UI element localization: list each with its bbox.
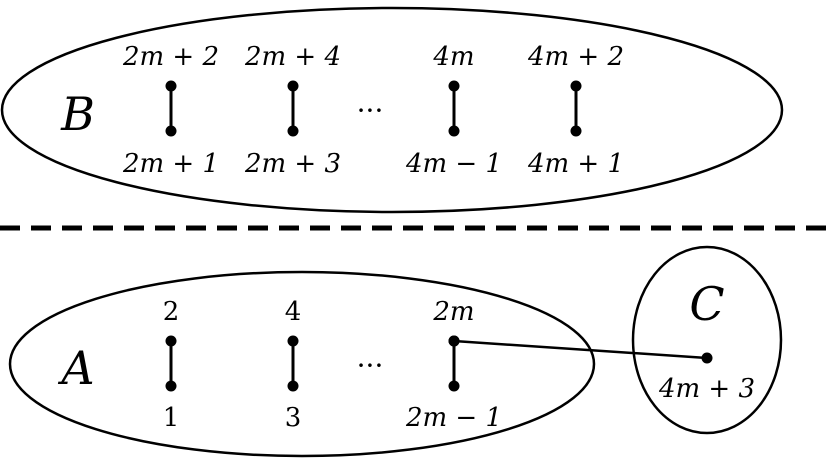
set-b-pair-1: 2m + 2 2m + 1 (122, 42, 219, 179)
set-c-boundary (631, 245, 783, 435)
vertex-label: 1 (163, 403, 180, 433)
set-a-label: A (57, 341, 94, 395)
vertex-label: 2m (432, 297, 474, 327)
vertex (570, 80, 582, 92)
cross-edge (453, 339, 708, 360)
set-a-pair-1: 2 1 (163, 297, 180, 433)
vertex-label: 4m + 1 (527, 149, 624, 179)
vertex (287, 125, 299, 137)
vertex-label: 3 (285, 403, 302, 433)
vertex (448, 335, 460, 347)
set-b-ellipsis: ··· (357, 94, 384, 127)
vertex-label: 4m + 3 (658, 374, 755, 404)
vertex (165, 380, 177, 392)
vertex-label: 2m + 3 (244, 149, 341, 179)
set-c-label: C (689, 277, 724, 331)
set-b-boundary (0, 6, 784, 214)
vertex (448, 80, 460, 92)
set-b-pair-3: 4m 4m − 1 (405, 42, 502, 179)
set-b-label: B (60, 87, 95, 141)
set-b-pair-2: 2m + 4 2m + 3 (244, 42, 341, 179)
vertex (701, 352, 713, 364)
set-a-ellipsis: ··· (357, 349, 384, 382)
vertex (165, 80, 177, 92)
vertex (165, 125, 177, 137)
vertex (287, 380, 299, 392)
vertex-label: 4m − 1 (405, 149, 502, 179)
vertex-label: 2m + 1 (122, 149, 219, 179)
vertex-label: 2m + 4 (244, 42, 341, 72)
set-a-boundary (8, 270, 596, 458)
vertex-label: 2m + 2 (122, 42, 219, 72)
vertex (165, 335, 177, 347)
vertex-label: 4m (432, 42, 474, 72)
vertex-label: 2m − 1 (405, 403, 502, 433)
vertex (287, 335, 299, 347)
vertex (287, 80, 299, 92)
set-b-pair-4: 4m + 2 4m + 1 (527, 42, 624, 179)
set-a-pair-3: 2m 2m − 1 (405, 297, 502, 433)
vertex (448, 125, 460, 137)
vertex-label: 4m + 2 (527, 42, 624, 72)
vertex-label: 2 (163, 297, 180, 327)
vertex (570, 125, 582, 137)
set-a-pair-2: 4 3 (285, 297, 302, 433)
vertex (448, 380, 460, 392)
vertex-label: 4 (285, 297, 302, 327)
